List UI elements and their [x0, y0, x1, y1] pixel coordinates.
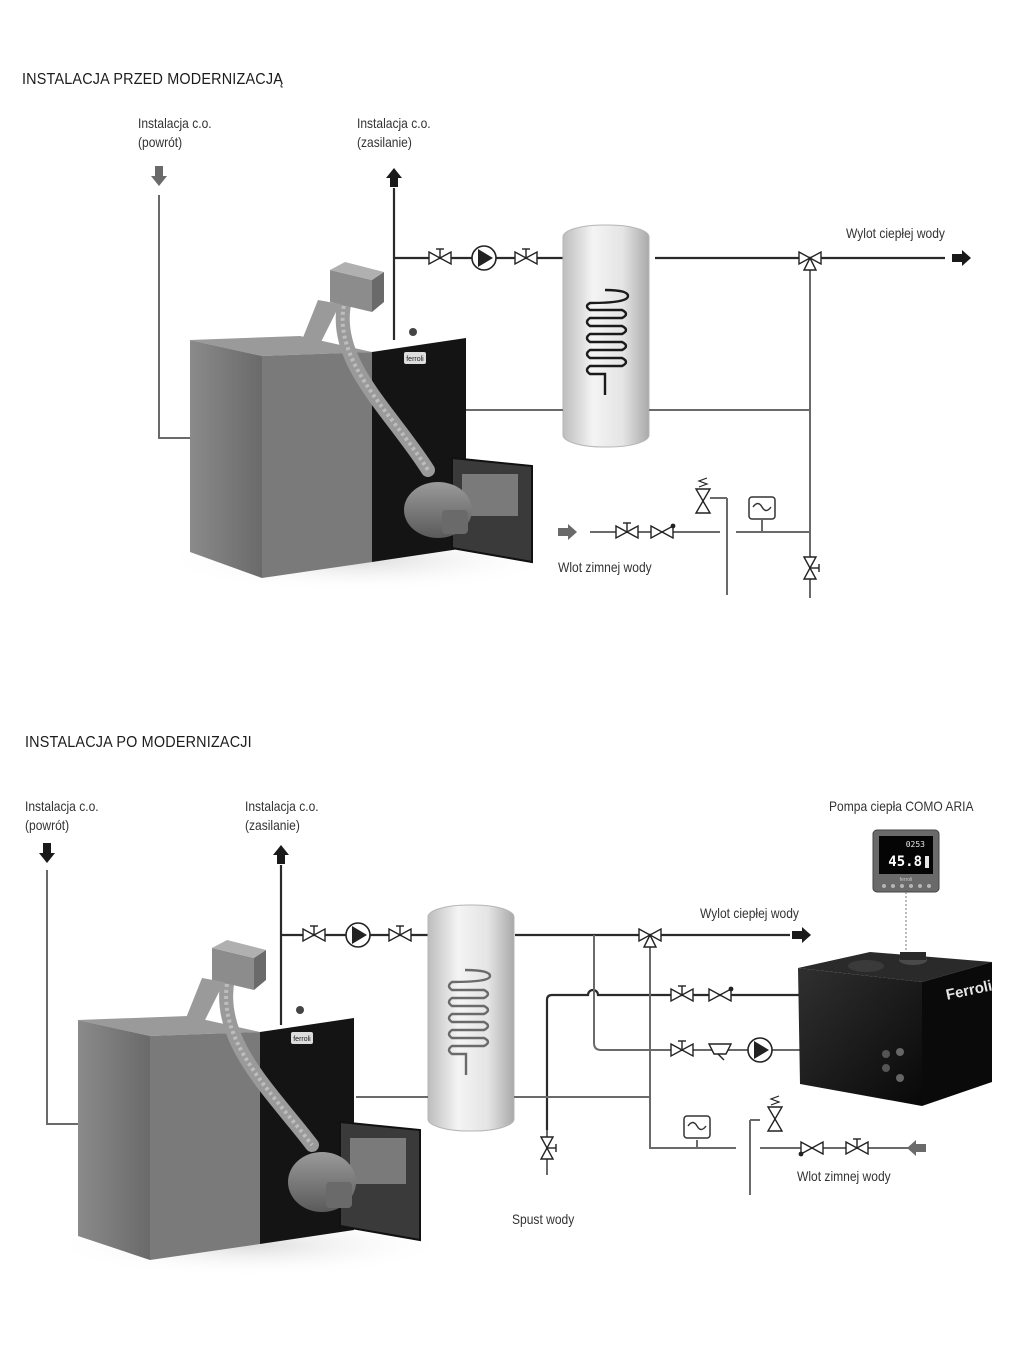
before-return-label-line1: Instalacja c.o. [138, 115, 212, 131]
after-return-label-line1: Instalacja c.o. [25, 798, 99, 814]
hot-water-out-arrow-icon [792, 927, 811, 943]
circulation-pump-icon [471, 245, 497, 271]
valve-icon [428, 248, 452, 265]
expansion-vessel-icon [683, 1115, 711, 1139]
after-hot-water-tank [427, 904, 515, 1132]
check-valve-icon [650, 522, 677, 539]
heat-pump-label: Pompa ciepła COMO ARIA [829, 798, 974, 814]
three-way-valve-icon [638, 928, 662, 948]
check-valve-icon [797, 1141, 824, 1158]
before-diagram: ferroli [151, 166, 971, 598]
after-return-label-line2: (powrót) [25, 817, 70, 833]
filter-icon [708, 1043, 732, 1061]
boiler-badge [404, 352, 426, 364]
before-hot-water-label: Wylot ciepłej wody [846, 225, 945, 241]
cold-water-in-arrow-icon [558, 524, 577, 540]
heat-pump-pipes [545, 988, 800, 1130]
return-down-arrow-icon [39, 843, 55, 863]
before-title: INSTALACJA PRZED MODERNIZACJĄ [22, 71, 283, 88]
heat-pump-controller: 0253 45.8 ferroli [872, 829, 940, 955]
three-way-valve-icon [798, 251, 822, 271]
valve-icon [670, 985, 694, 1002]
boiler-badge-text: ferroli [293, 1036, 311, 1043]
heat-pump-unit: Ferroli [798, 952, 994, 1106]
cold-water-in-arrow-icon [907, 1140, 926, 1156]
valve-icon [302, 925, 326, 942]
before-boiler: ferroli [160, 262, 560, 592]
valve-icon [615, 522, 639, 539]
expansion-vessel-icon [748, 496, 776, 520]
drain-label: Spust wody [512, 1211, 575, 1227]
supply-up-arrow-icon [386, 168, 402, 187]
after-return-pipe [46, 870, 78, 1125]
before-return-label: Instalacja c.o. (powrót) [138, 114, 212, 152]
valve-icon [670, 1040, 694, 1057]
after-supply-label-line1: Instalacja c.o. [245, 798, 319, 814]
valve-icon [514, 248, 538, 265]
after-boiler: ferroli [50, 940, 450, 1277]
return-down-arrow-icon [151, 166, 167, 186]
after-supply-label: Instalacja c.o. (zasilanie) [245, 797, 319, 835]
check-valve-icon [708, 985, 735, 1002]
before-return-pipe [158, 195, 190, 439]
after-return-label: Instalacja c.o. (powrót) [25, 797, 99, 835]
boiler-badge-text: ferroli [406, 356, 424, 363]
after-title: INSTALACJA PO MODERNIZACJI [25, 734, 252, 751]
drain-valve-icon [803, 556, 820, 580]
controller-brand: ferroli [900, 877, 913, 883]
after-grey-pipes [356, 935, 910, 1195]
after-cold-water-label: Wlot zimnej wody [797, 1168, 891, 1184]
safety-valve-icon [695, 477, 711, 514]
before-supply-label-line1: Instalacja c.o. [357, 115, 431, 131]
before-return-label-line2: (powrót) [138, 134, 183, 150]
after-hot-water-label: Wylot ciepłej wody [700, 905, 799, 921]
before-supply-label-line2: (zasilanie) [357, 134, 412, 150]
before-supply-label: Instalacja c.o. (zasilanie) [357, 114, 431, 152]
after-diagram: 0253 45.8 ferroli Ferroli [39, 829, 994, 1277]
circulation-pump-icon [345, 922, 371, 948]
supply-up-arrow-icon [273, 845, 289, 864]
valve-icon [388, 925, 412, 942]
after-supply-label-line2: (zasilanie) [245, 817, 300, 833]
circulation-pump-icon [747, 1037, 773, 1063]
boiler-badge [291, 1032, 313, 1044]
before-hot-water-tank [562, 224, 650, 448]
hot-water-out-arrow-icon [952, 250, 971, 266]
drain-valve-icon [540, 1136, 557, 1160]
controller-temperature: 45.8 [888, 854, 922, 870]
controller-time: 0253 [906, 840, 925, 849]
valve-icon [845, 1138, 869, 1155]
before-cold-water-label: Wlot zimnej wody [558, 559, 652, 575]
safety-valve-icon [767, 1095, 783, 1132]
